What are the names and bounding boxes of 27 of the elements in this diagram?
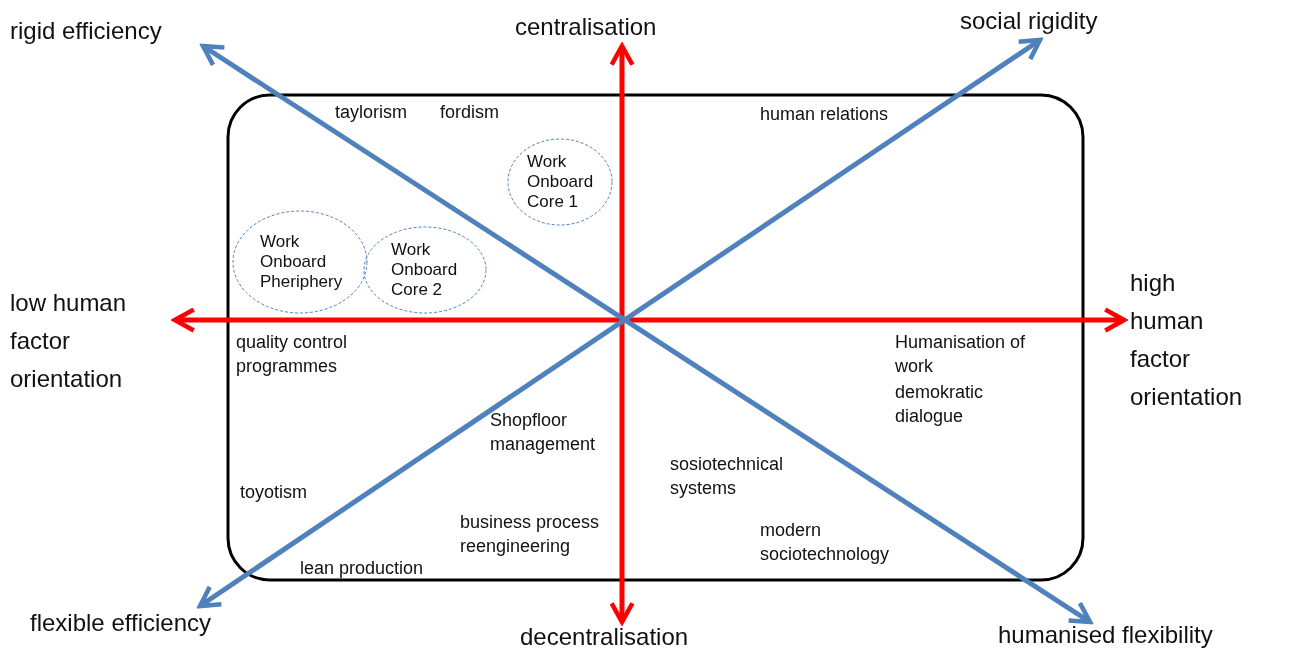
concept-label: demokratic dialogue xyxy=(895,381,985,428)
axis-label: decentralisation xyxy=(520,618,745,654)
concept-label: fordism xyxy=(440,101,500,124)
double-arrow xyxy=(172,307,1127,333)
concept-label: human relations xyxy=(760,103,890,126)
ellipse-label: Work Onboard Pheriphery xyxy=(260,232,344,292)
concept-label: sosiotechnical systems xyxy=(670,453,785,500)
axis-label: humanised flexibility xyxy=(998,616,1288,654)
axis-label: social rigidity xyxy=(960,2,1140,40)
double-arrow xyxy=(609,43,635,625)
axis-label: low human factor orientation xyxy=(10,284,175,398)
concept-label: taylorism xyxy=(335,101,408,124)
concept-label: toyotism xyxy=(240,481,309,504)
axis-label: high human factor orientation xyxy=(1130,264,1250,416)
axis-label: flexible efficiency xyxy=(30,604,270,642)
concept-label: lean production xyxy=(300,557,425,580)
dashed-ellipse xyxy=(507,138,613,226)
concept-label: Shopfloor management xyxy=(490,409,597,456)
ellipse-label: Work Onboard Core 1 xyxy=(527,152,595,212)
axis-label: centralisation xyxy=(515,8,705,46)
dashed-ellipse xyxy=(363,226,487,314)
axis-label: rigid efficiency xyxy=(10,12,210,50)
dashed-ellipse xyxy=(232,210,368,314)
concept-label: modern sociotechnology xyxy=(760,519,891,566)
ellipse-label: Work Onboard Core 2 xyxy=(391,240,459,300)
concept-label: business process reengineering xyxy=(460,511,601,558)
concept-label: quality control programmes xyxy=(236,331,349,378)
